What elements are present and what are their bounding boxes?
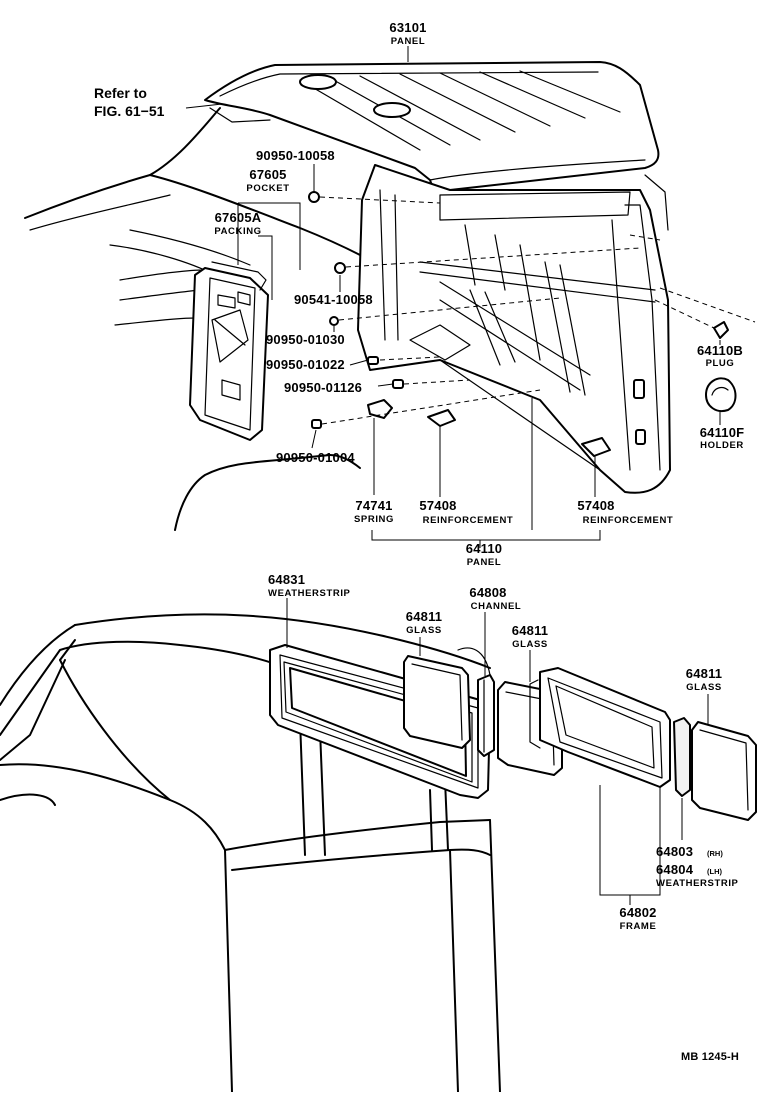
callout-64803-num: 64803 <box>656 844 693 859</box>
holder-64110f-icon <box>705 377 737 412</box>
callout-63101-name: PANEL <box>391 36 426 47</box>
callout-64811-c-name: GLASS <box>686 682 722 693</box>
callout-64804-name: WEATHERSTRIP <box>656 878 739 889</box>
callout-64802-num: 64802 <box>619 905 656 920</box>
callout-90541-10058: 90541-10058 <box>294 292 373 307</box>
callout-90950-01030: 90950-01030 <box>266 332 345 347</box>
glass-64811-a <box>403 655 471 749</box>
reinforcement-57408-a-icon <box>427 409 456 427</box>
plug-64110b-icon <box>713 321 729 339</box>
callout-57408-a-num: 57408 <box>419 498 456 513</box>
clip-90950-01022-icon <box>367 356 379 365</box>
callout-64110-name: PANEL <box>467 557 502 568</box>
frame-64802 <box>529 667 671 788</box>
callout-67605a-num: 67605A <box>215 210 262 225</box>
rear-panel-64110 <box>357 164 671 494</box>
bolt-90950-10058-icon <box>308 191 320 203</box>
callout-64110b-name: PLUG <box>706 358 735 369</box>
alignment-lines-upper <box>319 196 756 425</box>
figure-code: MB 1245-H <box>681 1051 739 1063</box>
roof-panel-63101 <box>204 61 660 192</box>
callout-64831-name: WEATHERSTRIP <box>268 588 351 599</box>
callout-64802-name: FRAME <box>620 921 657 932</box>
callout-64804-num: 64804 <box>656 862 694 877</box>
callout-64110f-num: 64110F <box>700 425 745 440</box>
callout-74741-num: 74741 <box>355 498 392 513</box>
callout-67605a-name: PACKING <box>214 226 261 237</box>
pocket-67605 <box>189 261 269 441</box>
callout-64811-b-num: 64811 <box>512 623 548 638</box>
callout-64811-a-num: 64811 <box>406 609 442 624</box>
weatherstrip-64803-64804 <box>673 717 691 797</box>
callout-57408-b-name: REINFORCEMENT <box>583 515 674 526</box>
callout-64110b-num: 64110B <box>697 343 743 358</box>
callout-90950-10058: 90950-10058 <box>256 148 335 163</box>
callout-64808-name: CHANNEL <box>471 601 522 612</box>
fasteners <box>308 191 737 457</box>
callout-90950-01004: 90950-01004 <box>276 450 355 465</box>
refer-line2: FIG. 61−51 <box>94 103 165 119</box>
callout-67605-num: 67605 <box>249 167 286 182</box>
callout-90950-01126: 90950-01126 <box>284 380 362 395</box>
callout-57408-a-name: REINFORCEMENT <box>423 515 514 526</box>
callout-64811-b-name: GLASS <box>512 639 548 650</box>
callout-57408-b-num: 57408 <box>577 498 614 513</box>
callout-64811-c-num: 64811 <box>686 666 722 681</box>
callout-63101-num: 63101 <box>389 20 426 35</box>
spring-74741-icon <box>367 399 393 419</box>
clip-90950-01126-icon <box>392 379 404 389</box>
labels: 63101 PANEL Refer to FIG. 61−51 90950-10… <box>94 20 744 1063</box>
leader-lines-lower <box>286 598 709 905</box>
callout-64110-num: 64110 <box>466 541 502 556</box>
glass-64811-c <box>691 721 757 821</box>
refer-line1: Refer to <box>94 85 147 101</box>
callout-64110f-name: HOLDER <box>700 440 744 451</box>
callout-67605-name: POCKET <box>246 183 289 194</box>
channel-64808 <box>457 647 495 757</box>
callout-64831-num: 64831 <box>268 572 305 587</box>
clip-90950-01030-icon <box>329 316 339 326</box>
callout-64803-side: (RH) <box>707 849 723 858</box>
screw-90541-10058-icon <box>334 262 346 274</box>
leader-lines-upper <box>185 46 721 548</box>
reinforcement-57408-b-icon <box>581 437 611 457</box>
callout-74741-name: SPRING <box>354 514 394 525</box>
clip-90950-01004-icon <box>311 419 322 429</box>
callout-64811-a-name: GLASS <box>406 625 442 636</box>
callout-90950-01022: 90950-01022 <box>266 357 345 372</box>
callout-64808-num: 64808 <box>469 585 506 600</box>
callout-64804-side: (LH) <box>707 867 722 876</box>
